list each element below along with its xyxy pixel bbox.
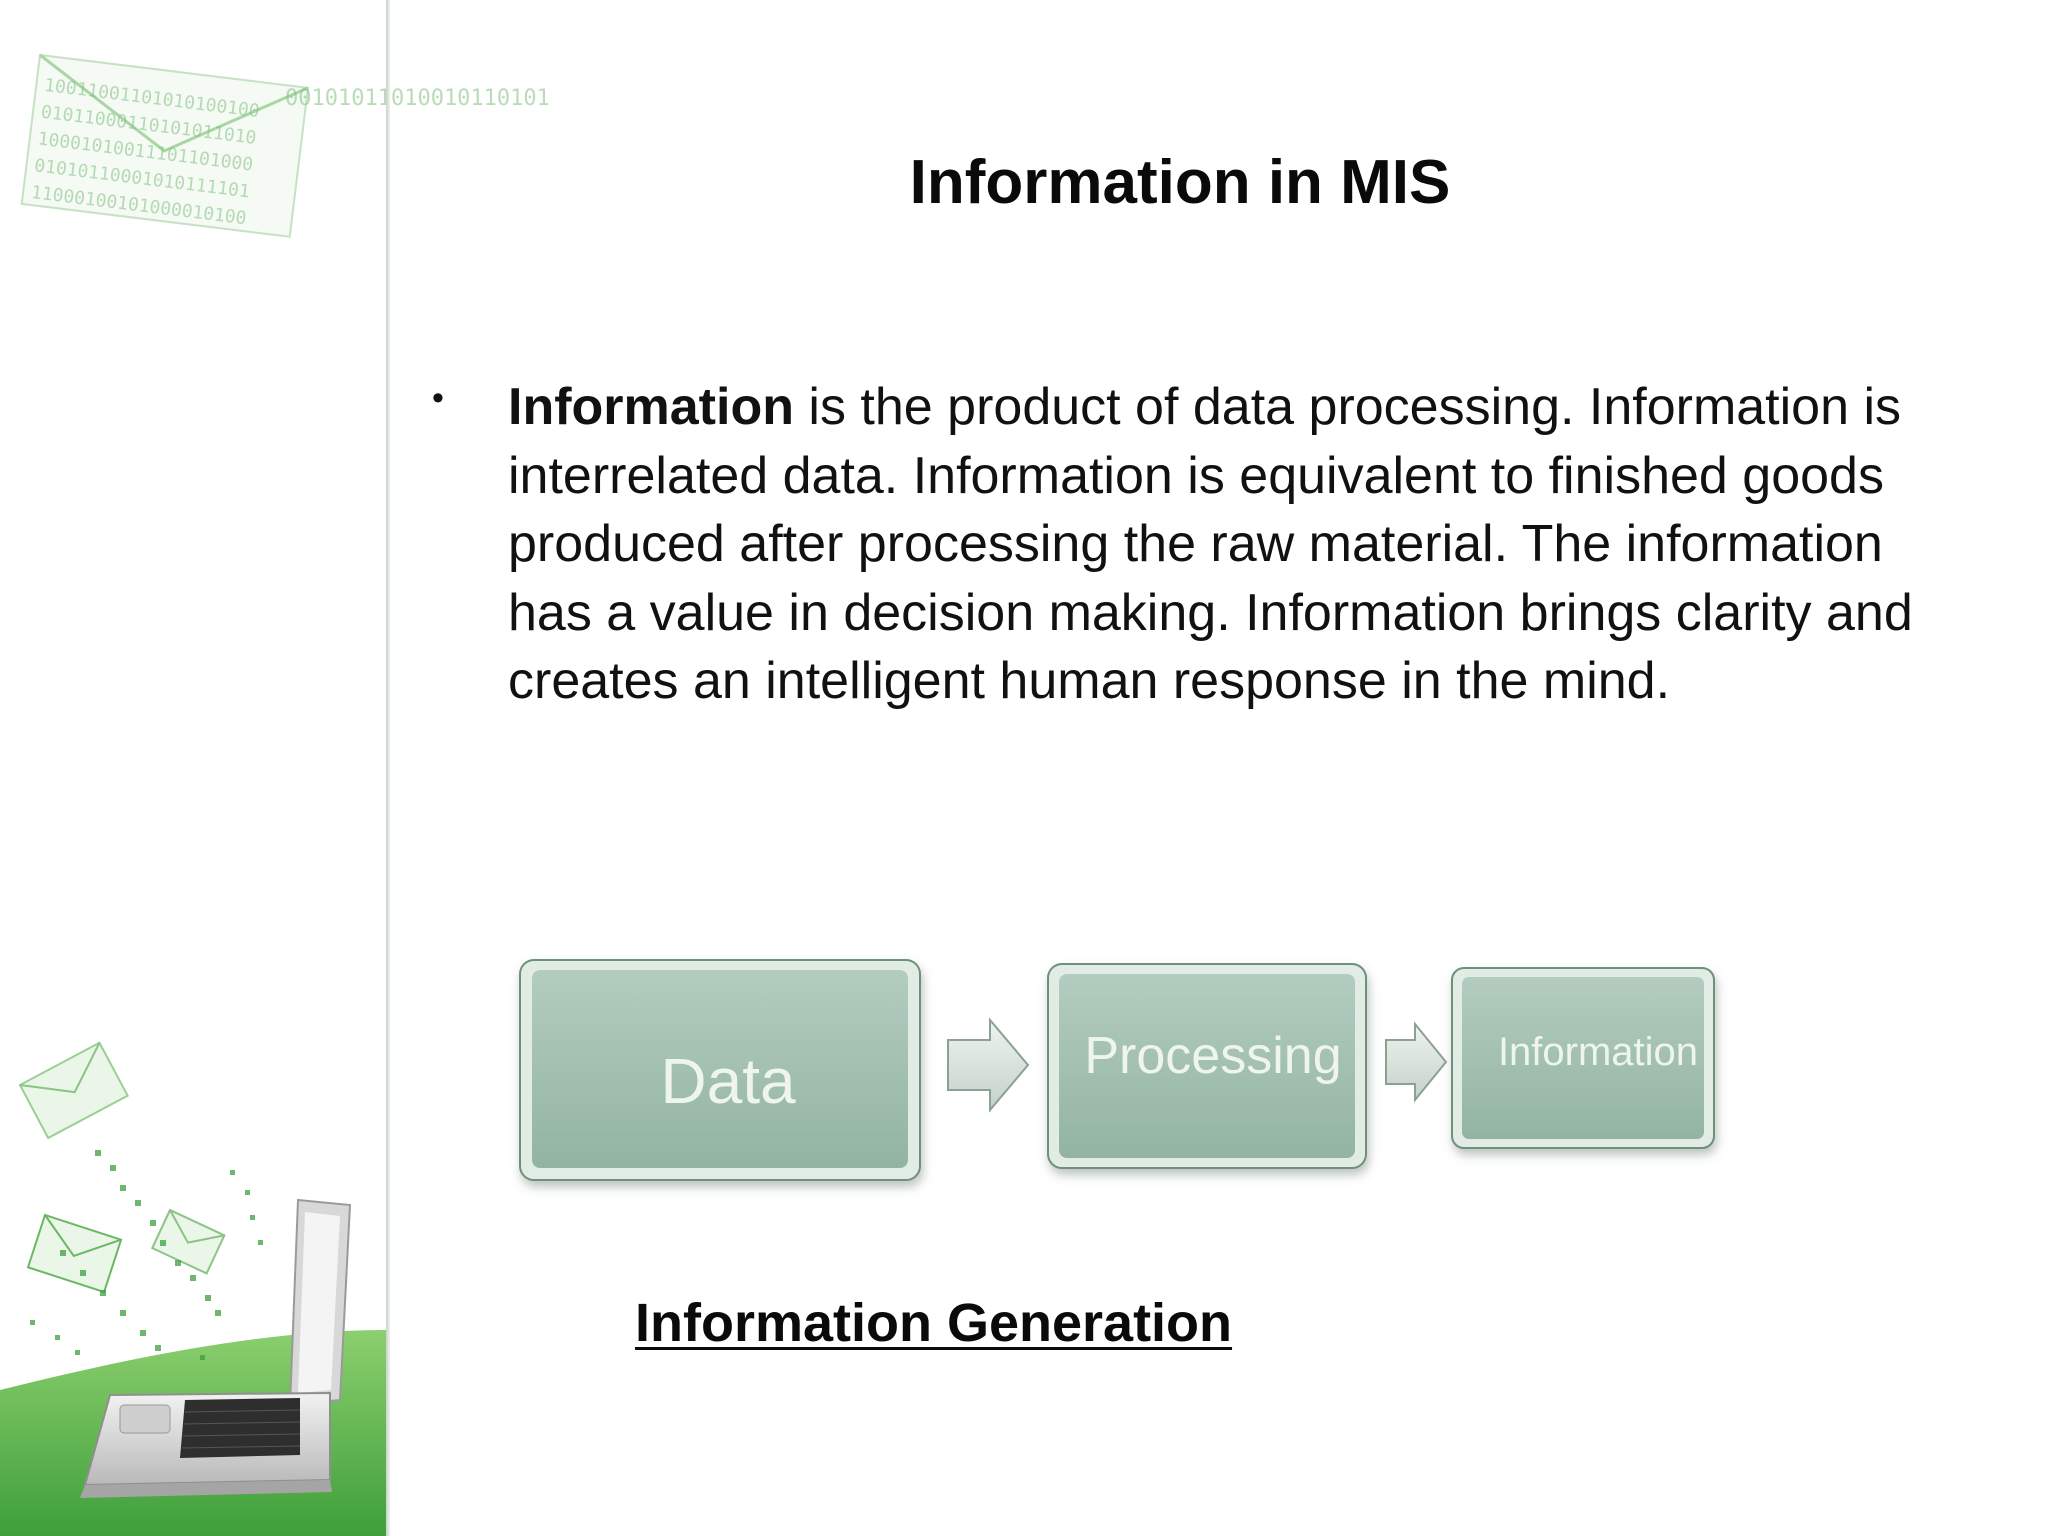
flow-step-label: Information [1498,1030,1698,1074]
information-flow-diagram: Data Processing Information [500,940,1760,1240]
envelope-icon [26,1213,123,1294]
bullet-marker: • [432,379,444,417]
flow-step-information [1451,967,1715,1149]
side-panel-divider [386,0,390,1536]
bullet-body-text: is the product of data processing. Infor… [508,378,1913,710]
bullet-item: Information is the product of data proce… [508,373,1928,716]
decorative-side-panel: 10011001101010100100 0101100011010101101… [0,0,550,1536]
side-panel-artwork: 10011001101010100100 0101100011010101101… [0,53,550,1536]
flow-step-label: Data [660,1045,796,1117]
binary-stream [30,1150,263,1360]
diagram-caption: Information Generation [635,1293,1233,1353]
binary-row: 00101011010010110101 [285,86,550,111]
flow-step-label: Processing [1084,1027,1341,1085]
slide-title: Information in MIS [909,148,1451,217]
arrow-right-icon [1385,1021,1448,1103]
binary-column: 00101011010010110101 [285,86,550,111]
envelope-icon: 10011001101010100100 0101100011010101101… [20,53,310,238]
flow-step-processing [1047,963,1367,1169]
envelope-icon [18,1041,129,1140]
flow-diagram-canvas: Data Processing Information [519,959,1715,1181]
bullet-lead-term: Information [508,378,794,436]
arrow-right-icon [947,1017,1030,1113]
laptop-icon [80,1198,352,1498]
flow-step-data [519,959,921,1181]
